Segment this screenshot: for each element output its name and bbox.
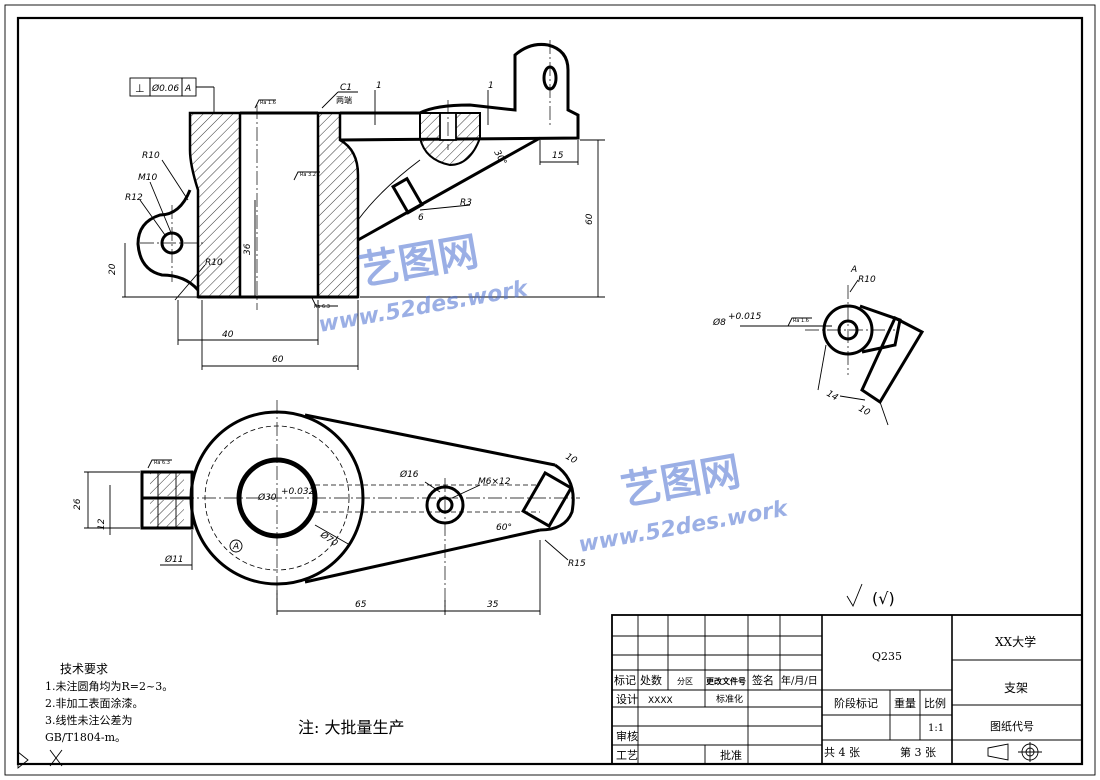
roughness-bottom: Ra 6.3 — [314, 304, 330, 310]
tb-review: 审核 — [616, 729, 638, 743]
dim-40: 40 — [222, 330, 234, 340]
tb-sheet-no: 第 3 张 — [900, 745, 936, 759]
svg-text:Ø0.06: Ø0.06 — [151, 83, 179, 94]
tb-material: Q235 — [872, 650, 902, 663]
roughness-note: (√) — [872, 589, 895, 608]
top-dim-35: 35 — [487, 600, 499, 610]
tb-zone: 分区 — [677, 677, 693, 686]
aux-hole-dia: Ø8 — [712, 317, 726, 328]
top-dim-11: Ø11 — [164, 554, 184, 565]
top-dim-phi16: Ø16 — [399, 469, 419, 480]
left-ear — [136, 189, 200, 292]
aux-ref-a: A — [850, 265, 857, 275]
tb-designer: XXXX — [648, 696, 673, 706]
tb-standardize: 标准化 — [716, 693, 743, 705]
tb-sheets: 共 4 张 — [824, 746, 860, 759]
aux-dim-14: 14 — [825, 389, 840, 404]
top-dim-phi70: Ø70 — [317, 529, 340, 549]
tb-change-doc: 更改文件号 — [706, 676, 746, 686]
top-dim-r15: R15 — [568, 559, 586, 569]
tech-requirements: 技术要求 1.未注圆角均为R=2~3。 2.非加工表面涂漆。 3.线性未注公差为… — [45, 662, 173, 744]
tb-scale-label: 比例 — [924, 696, 946, 710]
tb-process: 工艺 — [616, 749, 638, 762]
svg-text:⊥: ⊥ — [135, 82, 145, 95]
tb-scale: 1:1 — [928, 723, 944, 734]
dim-r3: R3 — [460, 198, 472, 208]
production-note: 注: 大批量生产 — [298, 718, 404, 737]
tb-weight: 重量 — [894, 696, 916, 710]
dim-36: 36 — [243, 243, 253, 255]
dim-1-right: 1 — [488, 81, 494, 91]
top-dim-m6: M6×12 — [478, 477, 511, 487]
aux-dim-10: 10 — [857, 404, 872, 419]
projection-symbol — [987, 743, 1009, 761]
title-block: 标记 处数 分区 更改文件号 签名 年/月/日 设计 XXXX 标准化 审核 工… — [611, 614, 1083, 765]
top-dim-60deg: 60° — [496, 523, 512, 533]
tb-drawing-no-label: 图纸代号 — [990, 720, 1034, 733]
dim-20: 20 — [108, 263, 118, 275]
tech-title: 技术要求 — [60, 662, 108, 676]
top-dim-26: 26 — [73, 498, 83, 510]
dim-60-horizontal: 60 — [272, 355, 284, 365]
top-view: 26 12 Ø11 65 35 Ø30 +0.032 Ø70 Ø16 M6×12… — [73, 400, 586, 615]
dim-15: 15 — [552, 151, 564, 161]
tb-mark: 标记 — [614, 673, 636, 687]
aux-hole-tol: +0.015 — [728, 312, 762, 322]
dim-r10-lower: R10 — [205, 258, 223, 268]
svg-text:艺图网: 艺图网 — [618, 449, 744, 515]
aux-roughness: Ra 1.6 — [793, 318, 809, 324]
auxiliary-view: 14 10 R10 A Ø8 +0.015 Ra 1.6 — [712, 265, 925, 426]
tb-count: 处数 — [640, 674, 662, 687]
tb-part-name: 支架 — [1004, 681, 1028, 695]
watermark-lower: 艺图网 www.52des.work — [577, 449, 791, 558]
top-dim-65: 65 — [355, 600, 367, 610]
svg-text:A: A — [184, 84, 191, 94]
front-view: 20 36 40 60 60 15 30° 1 1 C1 两端 R10 M10 … — [108, 40, 605, 370]
dim-r12: R12 — [125, 193, 143, 203]
tech-item-3: 3.线性未注公差为 — [45, 713, 133, 727]
top-dim-phi30: Ø30 — [257, 492, 277, 503]
svg-text:www.52des.work: www.52des.work — [577, 496, 791, 558]
roughness-top: Ra 1.6 — [260, 100, 276, 106]
roughness-bore: Ra 3.2 — [300, 172, 316, 178]
tb-stage-mark: 阶段标记 — [834, 696, 878, 710]
chamfer-note: 两端 — [336, 95, 352, 105]
dim-m10: M10 — [138, 173, 157, 183]
tb-date: 年/月/日 — [781, 674, 818, 687]
tolerance-frame: ⊥ Ø0.06 A — [129, 77, 215, 113]
chamfer-c1: C1 — [340, 83, 352, 93]
dim-6: 6 — [418, 213, 424, 223]
top-dim-phi30-tol: +0.032 — [281, 487, 315, 497]
tb-sign: 签名 — [752, 673, 774, 687]
outer-frame — [4, 4, 1096, 776]
aux-r10: R10 — [858, 275, 876, 285]
tech-item-4: GB/T1804-m。 — [45, 731, 126, 744]
section-left-wall — [188, 111, 242, 299]
inner-frame — [16, 16, 1084, 766]
tb-school: XX大学 — [995, 634, 1036, 649]
top-roughness: Ra 6.3 — [154, 460, 170, 466]
tb-approve: 批准 — [720, 748, 742, 762]
tb-design: 设计 — [616, 693, 638, 706]
dim-r10-upper: R10 — [142, 151, 160, 161]
tech-item-1: 1.未注圆角均为R=2~3。 — [45, 679, 173, 693]
tech-item-2: 2.非加工表面涂漆。 — [45, 696, 144, 710]
svg-text:艺图网: 艺图网 — [356, 229, 482, 295]
dim-60-vertical: 60 — [585, 213, 595, 225]
top-ref-a: A — [232, 542, 239, 552]
dim-1-left: 1 — [376, 81, 382, 91]
top-dim-10: 10 — [564, 452, 579, 467]
top-dim-12: 12 — [97, 518, 107, 530]
